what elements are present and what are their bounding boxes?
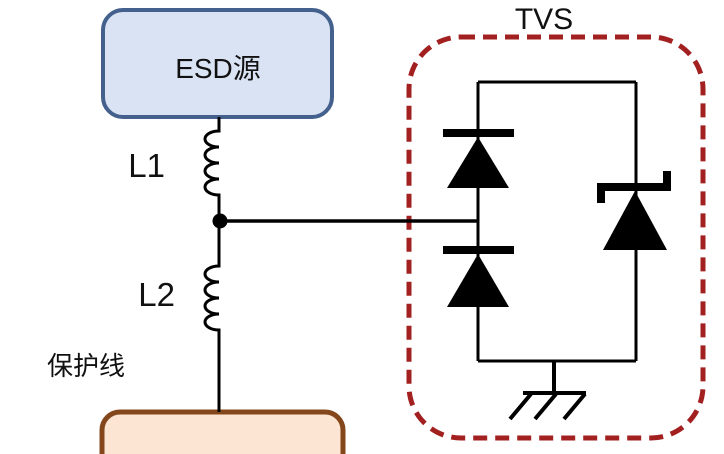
inductor-l2-symbol: [203, 221, 221, 412]
protected-line-label: 保护线: [47, 351, 125, 381]
diode-lower-triangle: [447, 254, 509, 307]
inductor-l1-label: L1: [128, 147, 165, 184]
inductor-l1-symbol: [203, 117, 221, 221]
protected-line-box: [99, 409, 346, 454]
ground-symbol: [508, 361, 587, 421]
tvs-label: TVS: [515, 3, 573, 36]
zener-triangle: [603, 191, 667, 250]
diode-upper-triangle: [447, 137, 509, 188]
zener-cathode-bar: [597, 171, 671, 203]
tvs-dashed-boundary: [406, 34, 706, 441]
tvs-internal-wires: [476, 80, 638, 363]
esd-source-label: ESD源: [175, 53, 261, 84]
inductor-l2-label: L2: [138, 276, 175, 313]
